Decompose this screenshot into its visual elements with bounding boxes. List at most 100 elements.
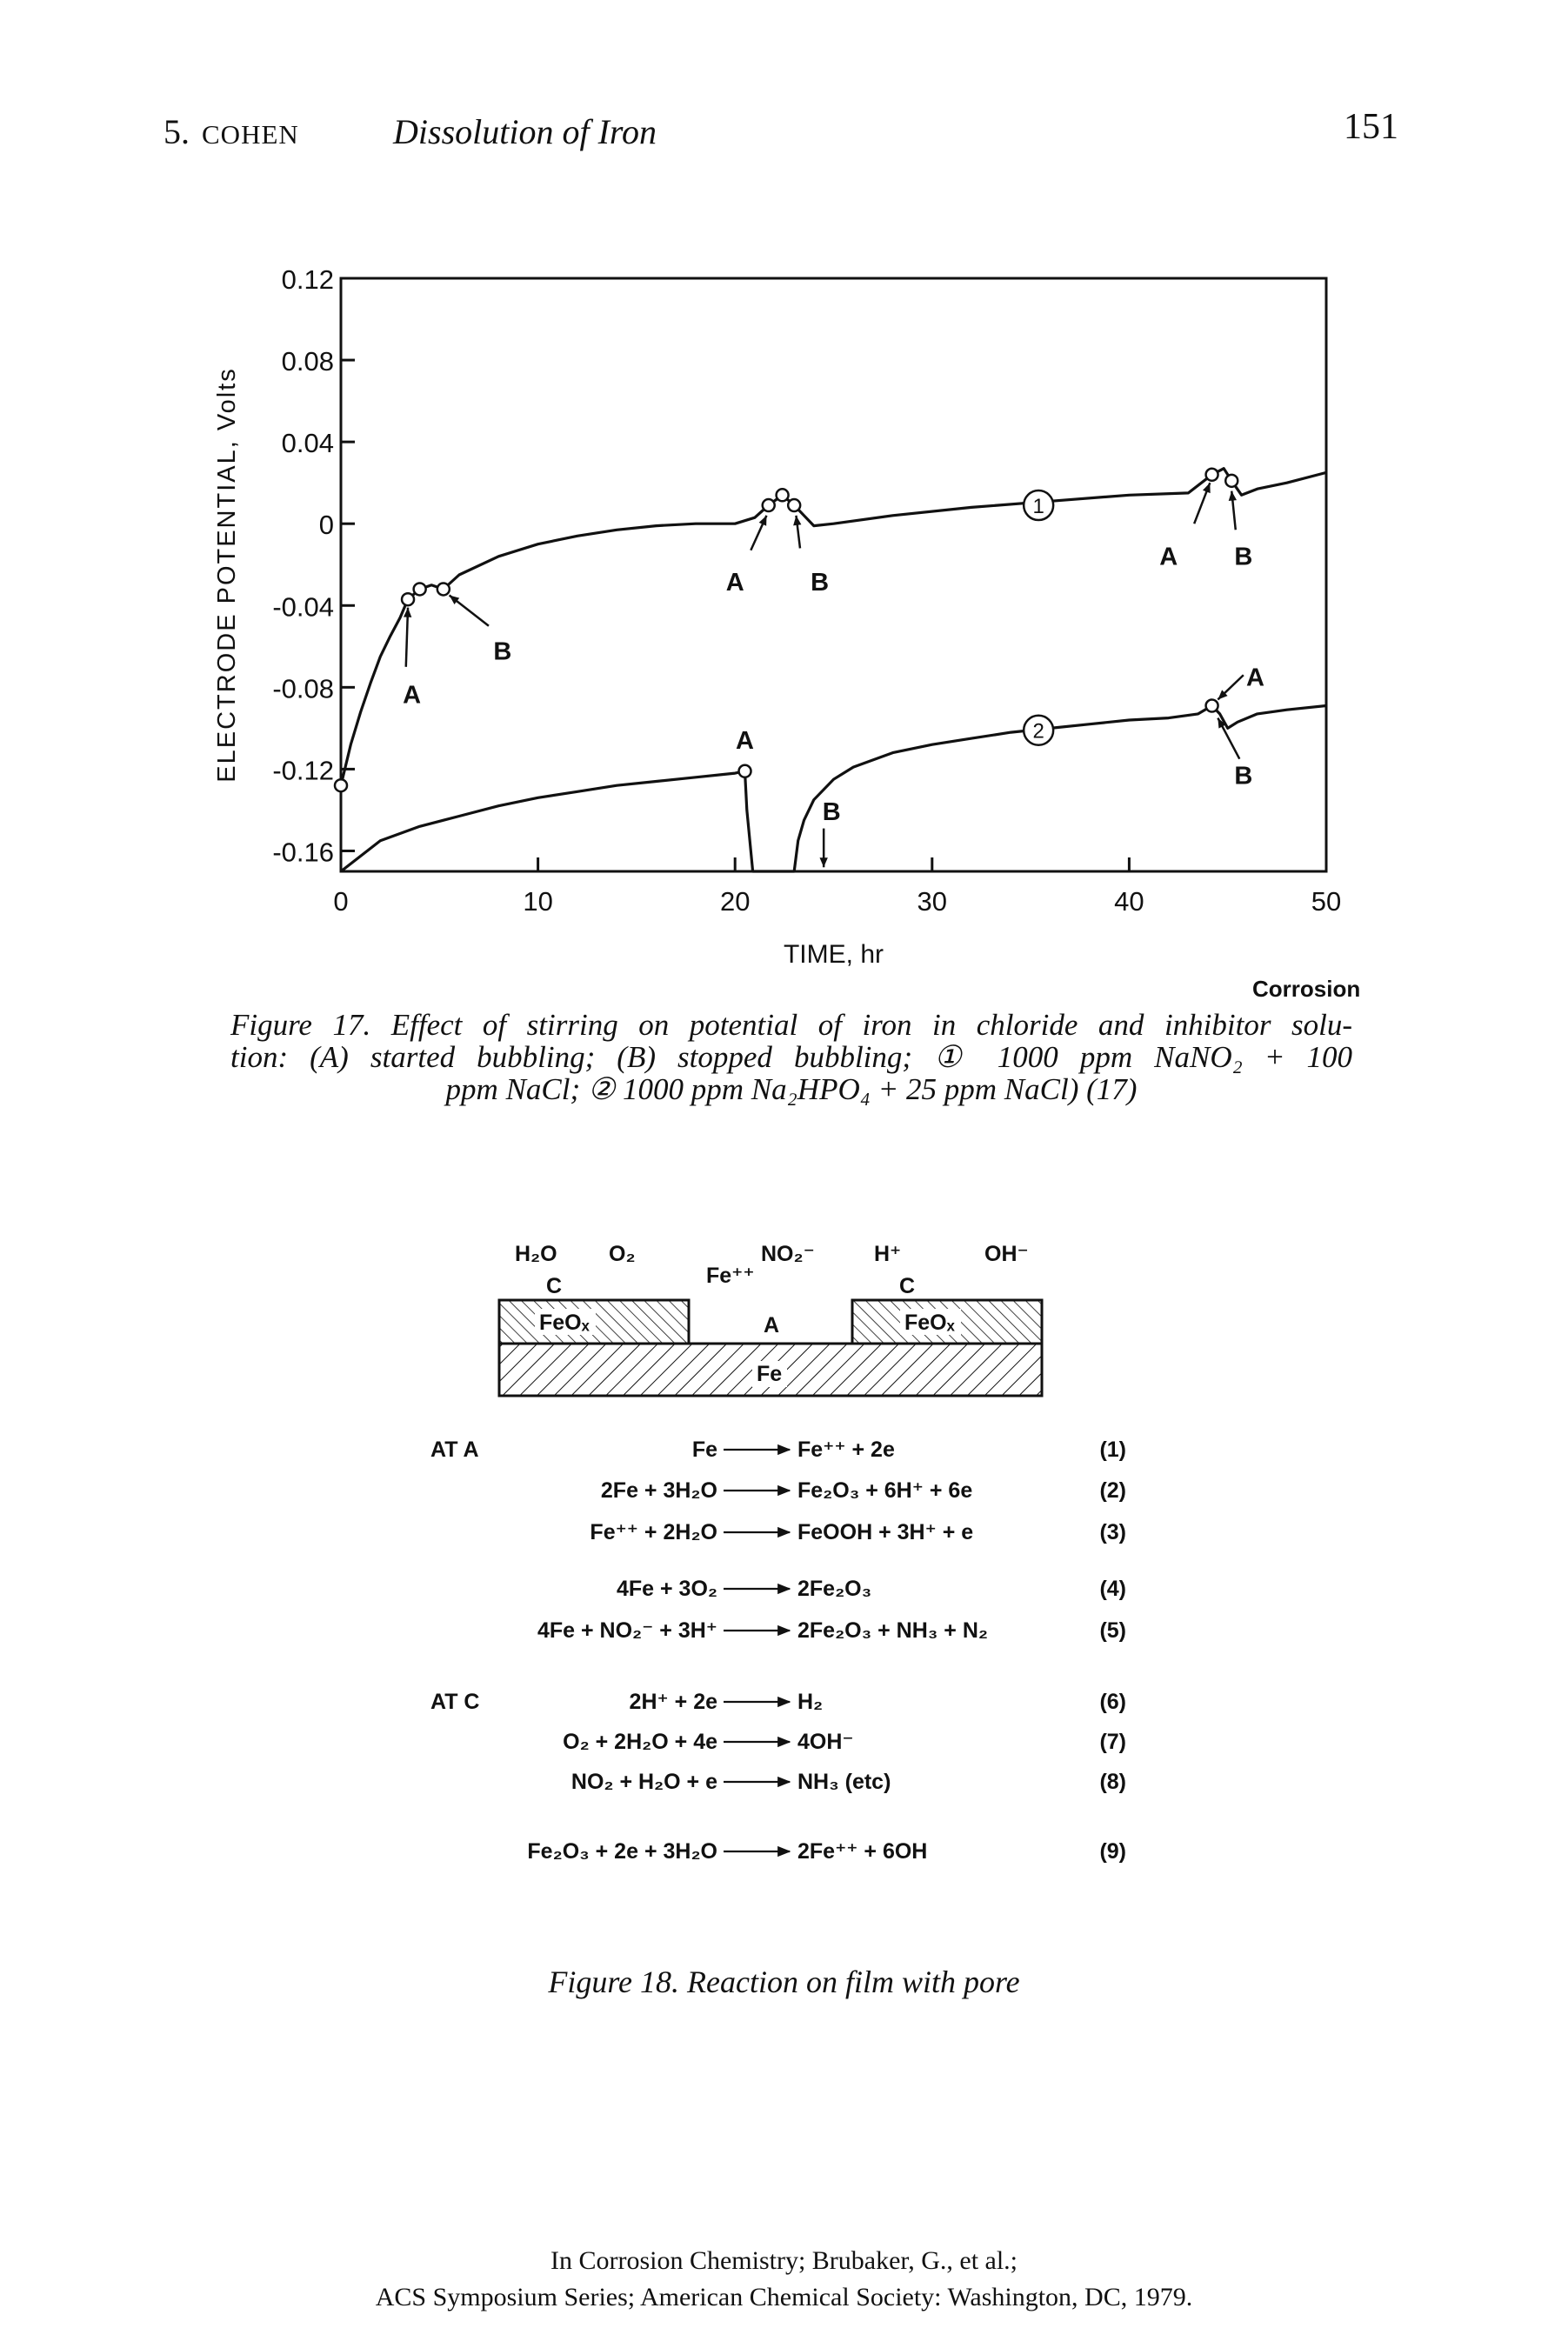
series-line-1	[339, 467, 1327, 786]
figure-18-diagram: H₂O O₂ NO₂⁻ H⁺ OH⁻ C Fe⁺⁺ C FeOₓ FeOₓ A …	[430, 1242, 1126, 1864]
feox-label-right: FeOₓ	[904, 1311, 956, 1335]
reaction-products: 4OH⁻	[797, 1730, 854, 1754]
arrow-head	[449, 595, 460, 604]
footer-source-line-2: ACS Symposium Series; American Chemical …	[375, 2283, 1193, 2311]
reaction-number: (9)	[1099, 1839, 1126, 1864]
reaction-row: NO₂ + H₂O + e NH₃ (etc) (8)	[571, 1770, 1126, 1794]
species-no2: NO₂⁻	[761, 1242, 815, 1266]
reaction-reactants: Fe	[692, 1437, 717, 1462]
reaction-site-label: AT A	[430, 1437, 479, 1462]
arrow-head	[1218, 717, 1226, 729]
label-A: A	[1246, 664, 1264, 692]
reaction-products: FeOOH + 3H⁺ + e	[797, 1520, 973, 1544]
event-marker	[333, 777, 349, 793]
plot-frame	[339, 277, 1328, 873]
y-tick-label: -0.04	[272, 591, 334, 622]
label-B: B	[493, 638, 511, 666]
reaction-reactants: 2H⁺ + 2e	[630, 1690, 718, 1714]
reaction-reactants: Fe₂O₃ + 2e + 3H₂O	[527, 1839, 717, 1864]
reaction-reactants: 4Fe + 3O₂	[617, 1577, 717, 1601]
event-marker	[737, 764, 752, 779]
arrow-head	[793, 515, 802, 526]
chapter-number: 5.	[163, 112, 190, 151]
label-B: B	[823, 798, 841, 826]
reaction-site-label: AT C	[430, 1690, 479, 1714]
running-head-chapter: 5.COHEN	[163, 111, 299, 152]
label-B: B	[1234, 763, 1252, 790]
arrow-head	[404, 607, 412, 617]
reaction-reactants: 2Fe + 3H₂O	[601, 1478, 717, 1503]
event-marker	[412, 582, 427, 597]
reaction-products: NH₃ (etc)	[797, 1770, 891, 1794]
event-marker	[1204, 698, 1219, 713]
y-tick-label: -0.08	[272, 673, 334, 704]
curve-1-label: 1	[1032, 495, 1044, 518]
cathode-label-right: C	[899, 1274, 915, 1298]
page-number: 151	[1344, 107, 1398, 147]
reaction-products: Fe₂O₃ + 6H⁺ + 6e	[797, 1478, 972, 1503]
event-marker	[786, 497, 802, 513]
y-tick-label: -0.16	[272, 837, 334, 867]
arrow-head	[1218, 690, 1228, 700]
label-A: A	[726, 569, 744, 597]
caption-line-2: tion: (A) started bubbling; (B) stopped …	[230, 1040, 1352, 1075]
event-marker	[436, 582, 451, 597]
event-marker	[761, 497, 776, 513]
y-tick-label: 0.08	[282, 346, 334, 377]
reaction-number: (3)	[1099, 1520, 1126, 1544]
figure-18-caption: Figure 18. Reaction on film with pore	[548, 1964, 1020, 1999]
reaction-number: (2)	[1099, 1478, 1126, 1503]
annotation-arrow	[404, 607, 410, 667]
reaction-number: (5)	[1099, 1618, 1126, 1643]
feox-label-left: FeOₓ	[539, 1311, 591, 1335]
reaction-products: Fe⁺⁺ + 2e	[797, 1437, 895, 1462]
running-head-title: Dissolution of Iron	[393, 112, 657, 151]
reaction-row: 4Fe + NO₂⁻ + 3H⁺ 2Fe₂O₃ + NH₃ + N₂ (5)	[537, 1618, 1126, 1643]
event-marker	[400, 591, 416, 607]
reaction-number: (6)	[1099, 1690, 1126, 1714]
reaction-reactants: O₂ + 2H₂O + 4e	[563, 1730, 717, 1754]
reaction-products: H₂	[797, 1690, 823, 1714]
reaction-reactants: NO₂ + H₂O + e	[571, 1770, 717, 1794]
curve-1-marker	[1022, 489, 1055, 522]
species-h-plus: H⁺	[874, 1242, 901, 1266]
reaction-row: O₂ + 2H₂O + 4e 4OH⁻ (7)	[563, 1730, 1126, 1754]
reaction-products: 2Fe⁺⁺ + 6OH	[797, 1839, 927, 1864]
reaction-row: AT C 2H⁺ + 2e H₂ (6)	[430, 1690, 1126, 1714]
reaction-number: (7)	[1099, 1730, 1126, 1754]
reaction-reactants: 4Fe + NO₂⁻ + 3H⁺	[537, 1618, 717, 1643]
y-tick-label: 0.12	[282, 264, 334, 295]
species-h2o: H₂O	[515, 1242, 557, 1266]
x-tick-label: 40	[1114, 886, 1144, 917]
arrow-head	[819, 857, 828, 868]
reaction-row: Fe₂O₃ + 2e + 3H₂O 2Fe⁺⁺ + 6OH (9)	[527, 1839, 1126, 1864]
x-tick-label: 50	[1311, 886, 1341, 917]
caption-line-3: ppm NaCl; ② 1000 ppm Na₂HPO₄ + 25 ppm Na…	[445, 1072, 1138, 1107]
event-marker	[1204, 467, 1219, 483]
fe-plusplus-label: Fe⁺⁺	[706, 1264, 755, 1288]
arrow-head	[1228, 490, 1237, 502]
y-tick-label: -0.12	[272, 755, 334, 785]
y-tick-label: 0	[319, 510, 334, 540]
x-tick-label: 10	[523, 886, 552, 917]
reaction-number: (8)	[1099, 1770, 1126, 1794]
event-marker	[775, 488, 790, 503]
x-tick-label: 0	[333, 886, 348, 917]
x-axis-label: TIME, hr	[784, 940, 884, 969]
label-A: A	[1159, 544, 1178, 571]
label-A: A	[736, 727, 754, 755]
y-tick-label: 0.04	[282, 428, 334, 458]
footer-source-line-1: In Corrosion Chemistry; Brubaker, G., et…	[550, 2246, 1018, 2275]
arrow-head	[758, 515, 767, 526]
reaction-products: 2Fe₂O₃ + NH₃ + N₂	[797, 1618, 988, 1643]
arrow-head	[1202, 483, 1211, 494]
label-B: B	[1234, 544, 1252, 571]
reaction-products: 2Fe₂O₃	[797, 1577, 871, 1601]
reaction-row: 2Fe + 3H₂O Fe₂O₃ + 6H⁺ + 6e (2)	[601, 1478, 1126, 1503]
